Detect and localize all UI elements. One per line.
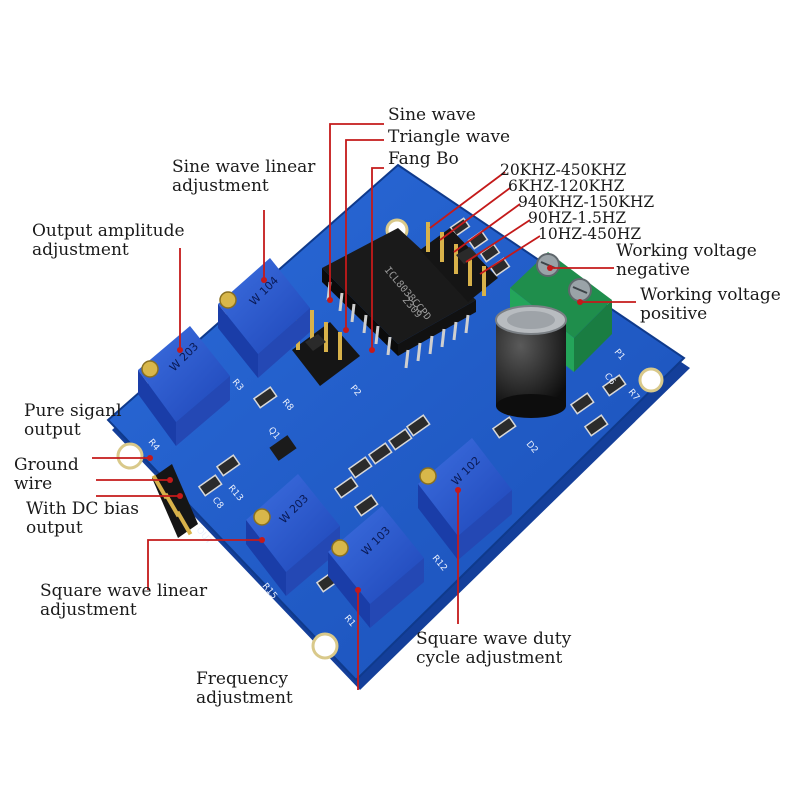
label-freq-range-3: 940KHZ-150KHZ: [518, 193, 655, 211]
label-freq-range-5: 10HZ-450HZ: [538, 225, 642, 243]
label-sine-linear-adjustment: Sine wave linear adjustment: [172, 157, 316, 196]
label-pure-signal-output: Pure siganl output: [24, 401, 122, 440]
label-square-wave-linear: Square wave linear adjustment: [40, 581, 208, 620]
leader-dots: [147, 265, 583, 593]
label-freq-range-2: 6KHZ-120KHZ: [508, 177, 625, 195]
label-sine-wave: Sine wave: [388, 105, 476, 125]
trimpot-sine-linear[interactable]: W 104: [218, 258, 310, 378]
label-working-voltage-positive: Working voltage positive: [640, 285, 781, 324]
label-freq-range-1: 20KHZ-450KHZ: [500, 161, 627, 179]
label-fang-bo: Fang Bo: [388, 149, 459, 169]
smd-components: [197, 217, 627, 593]
mounting-hole: [116, 442, 144, 470]
label-dc-bias-output: With DC bias output: [26, 499, 140, 538]
mounting-hole: [311, 632, 339, 660]
trimpot-square-linear[interactable]: W 203: [246, 474, 340, 596]
trimpot-output-amplitude[interactable]: W 203: [138, 326, 230, 446]
mounting-hole: [638, 367, 664, 393]
leader-lines: [92, 123, 636, 690]
label-triangle-wave: Triangle wave: [388, 127, 511, 147]
label-square-wave-duty: Square wave duty cycle adjustment: [416, 629, 572, 668]
label-working-voltage-negative: Working voltage negative: [616, 241, 757, 280]
label-output-amplitude: Output amplitude adjustment: [32, 221, 185, 260]
electrolytic-capacitor: [495, 305, 567, 418]
ic-chip: ICL8038CCPD 2309: [322, 228, 476, 369]
label-freq-range-4: 90HZ-1.5HZ: [528, 209, 627, 227]
trimpot-square-duty[interactable]: W 102: [418, 438, 512, 560]
trimpot-frequency[interactable]: W 103: [328, 506, 424, 628]
label-frequency-adjustment: Frequency adjustment: [196, 669, 293, 708]
frequency-range-header: [420, 222, 498, 302]
transistor: [269, 435, 297, 461]
label-ground-wire: Ground wire: [14, 455, 79, 494]
